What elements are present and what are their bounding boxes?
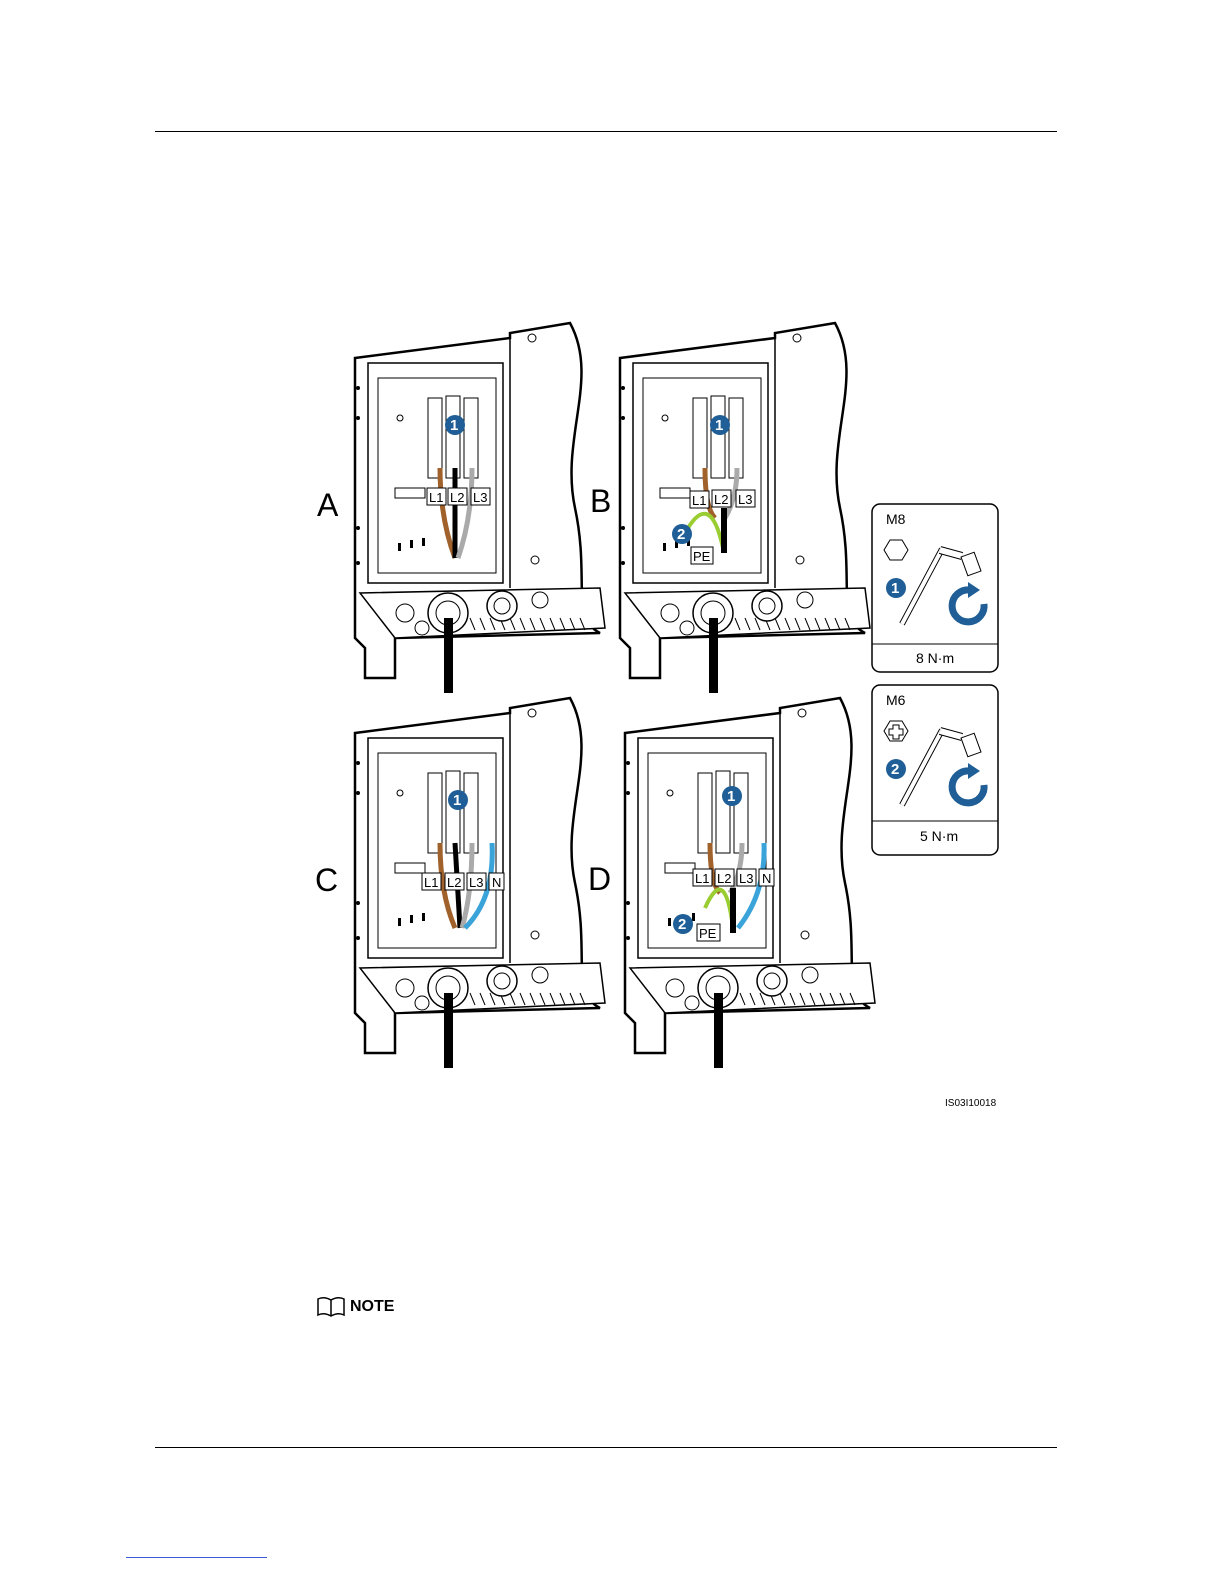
terminal-label: L1: [695, 871, 709, 886]
panel-letter: C: [315, 862, 338, 898]
step-badge-1: 1: [886, 578, 906, 598]
panel-letter: D: [588, 861, 611, 897]
bolt-size: M6: [886, 692, 906, 708]
book-icon: [316, 1296, 346, 1318]
legend-m8: M8 1 8 N·m: [872, 504, 998, 672]
step-badge-1: 1: [710, 415, 730, 435]
terminal-label: L2: [447, 875, 461, 890]
terminal-label: L1: [692, 493, 706, 508]
svg-text:1: 1: [727, 788, 735, 805]
terminal-label: L1: [429, 490, 443, 505]
step-badge-1: 1: [445, 415, 465, 435]
terminal-labels: L1 L2 L3 N: [422, 873, 504, 890]
panel-b: B 1 2 L1 L2 L3 PE: [590, 323, 870, 693]
wiring-figure: A 1 L1 L2 L3 B 1 2 L1 L2 L3 PE C 1: [300, 318, 1010, 1118]
terminal-labels: L1 L2 L3: [427, 488, 490, 505]
panel-letter: A: [317, 487, 339, 523]
svg-text:1: 1: [715, 417, 723, 434]
header-rule: [155, 131, 1057, 132]
footer-rule: [155, 1447, 1057, 1448]
note-heading: NOTE: [316, 1296, 394, 1318]
step-badge-2: 2: [673, 914, 693, 934]
legend-m6: M6 2 5 N·m: [872, 685, 998, 855]
terminal-label: L3: [473, 490, 487, 505]
step-badge-1: 1: [448, 790, 468, 810]
torque-value: 8 N·m: [916, 650, 954, 666]
svg-text:1: 1: [453, 792, 461, 809]
footer-link-underline[interactable]: [126, 1557, 267, 1558]
step-badge-2: 2: [672, 524, 692, 544]
svg-text:2: 2: [891, 761, 899, 778]
step-badge-2: 2: [886, 759, 906, 779]
terminal-label: N: [492, 875, 501, 890]
step-badge-1: 1: [722, 786, 742, 806]
terminal-label: L3: [739, 871, 753, 886]
terminal-label: L2: [714, 492, 728, 507]
terminal-label: L3: [469, 875, 483, 890]
svg-text:1: 1: [891, 580, 899, 597]
pe-label: PE: [699, 926, 717, 941]
terminal-label: L2: [450, 490, 464, 505]
terminal-label: L1: [424, 875, 438, 890]
terminal-label: L2: [717, 871, 731, 886]
figure-id: IS03I10018: [945, 1098, 997, 1109]
svg-text:1: 1: [450, 417, 458, 434]
svg-text:2: 2: [678, 916, 686, 933]
panel-a: A 1 L1 L2 L3: [317, 323, 605, 693]
panel-c: C 1 L1 L2 L3 N: [315, 698, 605, 1068]
torque-value: 5 N·m: [920, 828, 958, 844]
panel-letter: B: [590, 483, 611, 519]
bolt-size: M8: [886, 511, 906, 527]
terminal-label: L3: [738, 492, 752, 507]
pe-label: PE: [693, 549, 711, 564]
terminal-label: N: [762, 871, 771, 886]
panel-d: D 1 2 L1 L2 L3 N PE: [588, 698, 875, 1068]
svg-text:2: 2: [677, 526, 685, 543]
note-label: NOTE: [350, 1298, 394, 1316]
